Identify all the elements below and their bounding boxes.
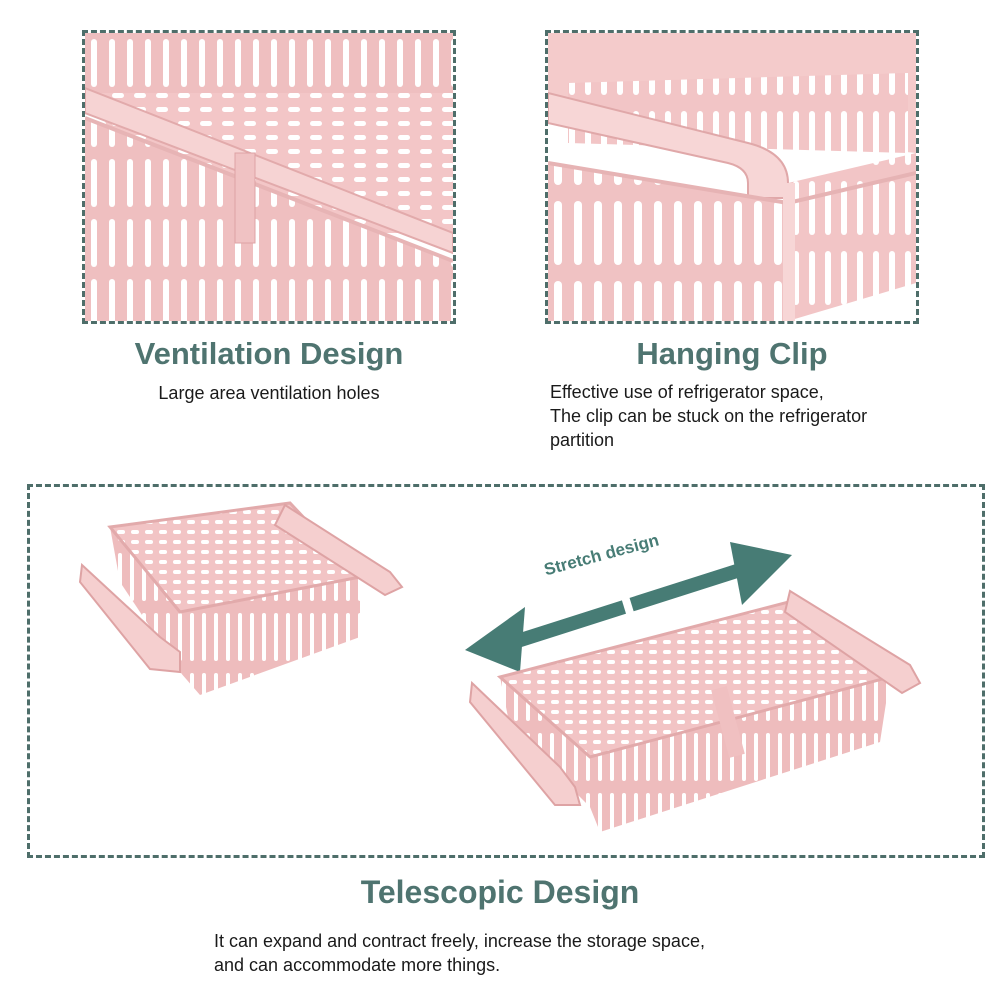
- hanging-clip-description: Effective use of refrigerator space, The…: [550, 380, 950, 452]
- hanging-clip-title: Hanging Clip: [636, 336, 828, 371]
- stretch-arrow: [465, 542, 792, 672]
- hanging-clip-desc-line: The clip can be stuck on the refrigerato…: [550, 406, 868, 426]
- hanging-clip-desc-line: partition: [550, 430, 615, 450]
- telescopic-design-title: Telescopic Design: [360, 874, 640, 910]
- expanded-basket: [468, 589, 922, 832]
- ventilation-image-frame: [82, 30, 456, 324]
- telescopic-design-description: It can expand and contract freely, incre…: [214, 929, 914, 977]
- ventilation-design-title: Ventilation Design: [134, 336, 404, 371]
- ventilation-basket-closeup-image: [85, 33, 453, 321]
- hanging-clip-desc-line: Effective use of refrigerator space,: [550, 382, 824, 402]
- ventilation-design-description: Large area ventilation holes: [82, 381, 456, 405]
- telescopic-desc-line: It can expand and contract freely, incre…: [214, 931, 705, 951]
- hanging-clip-basket-image: [548, 33, 916, 321]
- telescopic-baskets-image: [78, 501, 922, 832]
- telescopic-image-frame: Stretch design: [27, 484, 985, 858]
- hanging-clip-image-frame: [545, 30, 919, 324]
- telescopic-desc-line: and can accommodate more things.: [214, 955, 501, 975]
- contracted-basket: [78, 501, 404, 695]
- ventilation-desc-line: Large area ventilation holes: [158, 383, 380, 403]
